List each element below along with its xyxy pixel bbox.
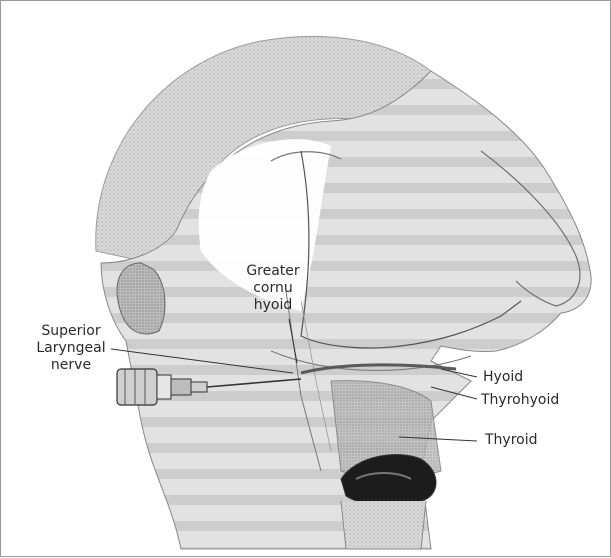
label-line: hyoid <box>235 297 311 314</box>
label-thyroid: Thyroid <box>485 432 538 449</box>
label-superior-laryngeal-nerve: Superior Laryngeal nerve <box>25 323 117 374</box>
trachea <box>341 501 426 549</box>
label-thyrohyoid: Thyrohyoid <box>481 392 559 409</box>
label-greater-cornu-hyoid: Greater cornu hyoid <box>235 263 311 314</box>
label-hyoid: Hyoid <box>483 369 523 386</box>
label-line: Laryngeal <box>25 340 117 357</box>
label-line: cornu <box>235 280 311 297</box>
label-line: nerve <box>25 357 117 374</box>
label-line: Superior <box>25 323 117 340</box>
label-line: Greater <box>235 263 311 280</box>
